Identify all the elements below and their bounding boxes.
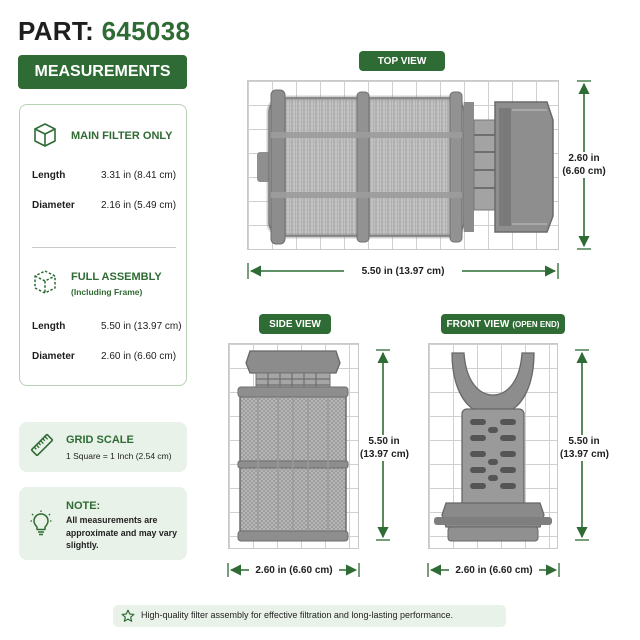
grid-scale-title: GRID SCALE	[66, 434, 134, 446]
main-filter-length-value: 3.31 in (8.41 cm)	[101, 170, 177, 181]
full-assembly-diameter-label: Diameter	[32, 351, 75, 362]
full-assembly-length-label: Length	[32, 321, 66, 332]
measurements-banner: MEASUREMENTS	[18, 55, 187, 89]
side-view-height-cm: (13.97 cm)	[360, 449, 409, 460]
side-view-height-in: 5.50 in	[368, 436, 400, 447]
footer-text: High-quality filter assembly for effecti…	[141, 610, 453, 620]
front-view-width-dimension: 2.60 in (6.60 cm)	[449, 564, 539, 577]
front-view-frame-image	[434, 352, 552, 542]
side-view-label: SIDE VIEW	[259, 314, 331, 334]
top-view-height-in: 2.60 in	[568, 153, 600, 164]
front-view-label: FRONT VIEW (OPEN END)	[441, 314, 565, 334]
full-assembly-diameter-value: 2.60 in (6.60 cm)	[101, 351, 177, 362]
specifications-card: MAIN FILTER ONLY Length 3.31 in (8.41 cm…	[19, 104, 187, 386]
footer-banner: High-quality filter assembly for effecti…	[113, 605, 506, 627]
top-view-filter-image	[257, 89, 554, 245]
grid-scale-text: 1 Square = 1 Inch (2.54 cm)	[66, 451, 172, 461]
cube-icon	[34, 123, 56, 147]
main-filter-title: MAIN FILTER ONLY	[71, 130, 173, 142]
side-view-filter-image	[237, 350, 349, 542]
section-divider	[32, 247, 176, 248]
front-view-label-suffix: (OPEN END)	[512, 319, 560, 329]
main-filter-diameter-value: 2.16 in (5.49 cm)	[101, 200, 177, 211]
dashed-cube-icon	[34, 270, 56, 294]
page-title: PART: 645038	[18, 16, 190, 47]
full-assembly-subtitle: (Including Frame)	[71, 287, 143, 297]
full-assembly-title: FULL ASSEMBLY	[71, 271, 162, 283]
lightbulb-icon	[30, 510, 52, 536]
top-view-height-cm: (6.60 cm)	[562, 166, 606, 177]
note-box: NOTE: All measurements are approximate a…	[19, 487, 187, 560]
front-view-height-dimension: 5.50 in (13.97 cm)	[560, 435, 609, 461]
side-view-height-dimension: 5.50 in (13.97 cm)	[360, 435, 409, 461]
top-view-width-dimension: 5.50 in (13.97 cm)	[344, 265, 462, 278]
main-filter-diameter-label: Diameter	[32, 200, 75, 211]
ruler-icon	[31, 434, 53, 456]
part-label: PART:	[18, 16, 95, 46]
side-view-width-dimension: 2.60 in (6.60 cm)	[249, 564, 339, 577]
top-view-height-dimension: 2.60 in (6.60 cm)	[562, 152, 606, 178]
front-view-height-in: 5.50 in	[568, 436, 600, 447]
star-icon	[121, 609, 135, 622]
front-view-label-text: FRONT VIEW	[446, 318, 510, 330]
note-title: NOTE:	[66, 500, 101, 512]
front-view-height-cm: (13.97 cm)	[560, 449, 609, 460]
top-view-label: TOP VIEW	[359, 51, 445, 71]
part-number: 645038	[101, 16, 191, 46]
full-assembly-length-value: 5.50 in (13.97 cm)	[101, 321, 182, 332]
note-text: All measurements are approximate and may…	[66, 515, 177, 550]
main-filter-length-label: Length	[32, 170, 66, 181]
grid-scale-box: GRID SCALE 1 Square = 1 Inch (2.54 cm)	[19, 422, 187, 472]
